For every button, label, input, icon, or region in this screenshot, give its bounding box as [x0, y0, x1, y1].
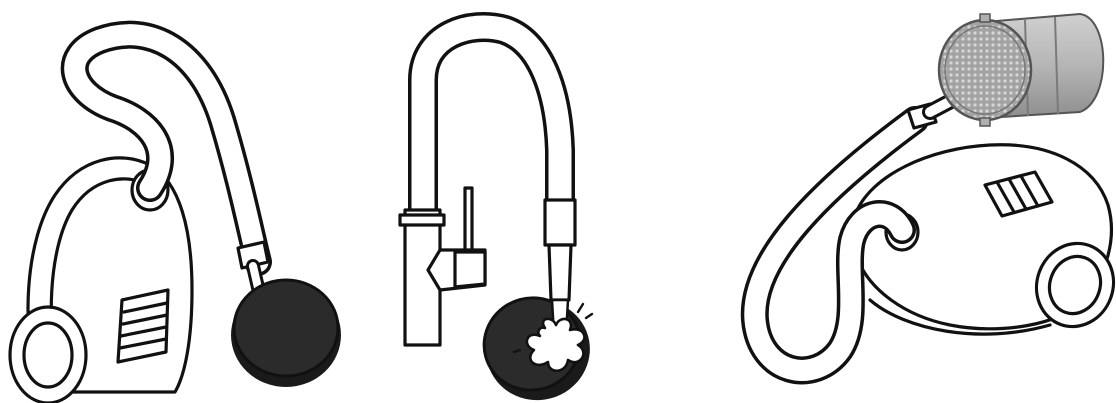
vacuum-with-filter-disc	[10, 35, 341, 403]
dust-canister-icon	[939, 14, 1103, 126]
vacuum-with-dust-canister	[755, 14, 1116, 370]
vacuum-wheel	[10, 307, 86, 403]
filter-disc-rinsing	[474, 287, 601, 403]
vacuum-body	[10, 158, 192, 403]
filter-disc	[231, 280, 341, 387]
faucet-rinsing-filter	[400, 27, 601, 403]
vent-grille-icon	[118, 290, 168, 362]
faucet-icon	[400, 27, 575, 345]
